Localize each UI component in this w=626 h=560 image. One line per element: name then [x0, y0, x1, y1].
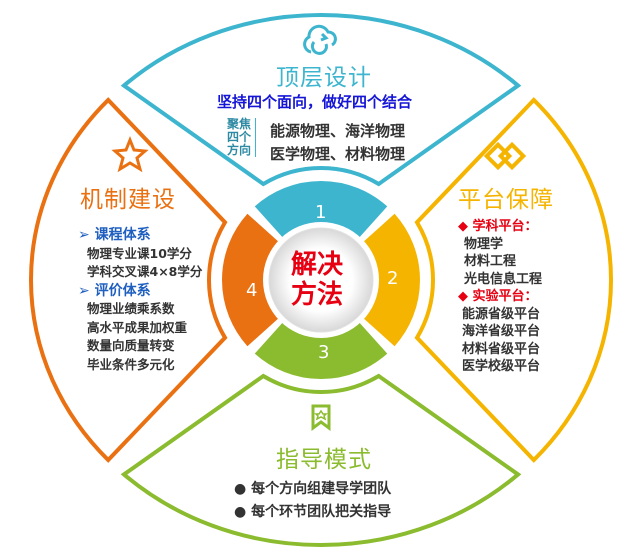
- center-label: 解决方法: [291, 250, 344, 310]
- focus-label: 聚焦四个方向: [227, 118, 257, 157]
- right-title: 平台保障: [458, 187, 554, 213]
- bottom-sector: [120, 373, 522, 547]
- top-ring-segment: [254, 181, 388, 242]
- guidance-list: ● 每个方向组建导学团队● 每个环节团队把关指导: [234, 481, 392, 520]
- mechanism-list: ➢ 课程体系 物理专业课10学分 学科交叉课4×8学分 ➢ 评价体系 物理业绩乘…: [78, 227, 203, 372]
- right-sector: [414, 97, 613, 463]
- platform-list: ◆ 学科平台： 物理学 材料工程 光电信息工程 ◆ 实验平台： 能源省级平台 海…: [458, 219, 543, 374]
- right-ring-segment: [359, 213, 420, 347]
- center-circle: [268, 227, 374, 333]
- left-title: 机制建设: [80, 187, 176, 213]
- ring-number-1: 1: [315, 202, 327, 223]
- bottom-title: 指导模式: [276, 447, 372, 473]
- ring-number-2: 2: [387, 268, 399, 289]
- ring-number-4: 4: [246, 280, 258, 301]
- direction-list: 能源物理、海洋物理医学物理、材料物理: [270, 122, 406, 163]
- bookmark-star-icon: [311, 404, 331, 431]
- left-sector: [29, 97, 228, 463]
- top-slogan: 坚持四个面向，做好四个结合: [217, 93, 413, 111]
- linked-diamonds-icon: [483, 141, 527, 171]
- top-title: 顶层设计: [276, 65, 372, 91]
- ring-outline: [213, 172, 429, 388]
- star-icon: [111, 135, 149, 173]
- ring-number-3: 3: [318, 342, 330, 363]
- left-ring-segment: [222, 213, 283, 347]
- bottom-ring-segment: [254, 318, 388, 379]
- top-sector: [120, 13, 522, 187]
- cloud-refresh-icon: [303, 24, 337, 55]
